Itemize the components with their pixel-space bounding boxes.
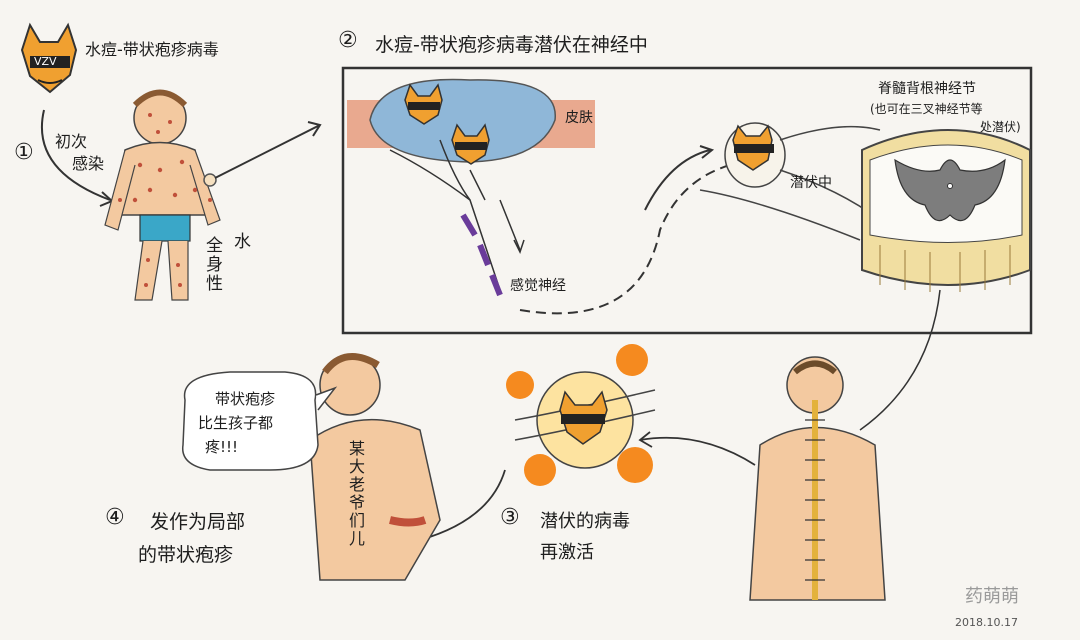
transport-path (519, 164, 731, 315)
sensory-nerve (389, 149, 501, 291)
back-text: 某大老爷们儿 (346, 440, 365, 548)
step1-number: ① (14, 140, 34, 165)
chickenpox-label-2: 全身性 (202, 236, 222, 293)
skin-label: 皮肤 (565, 110, 593, 126)
latent-label: 潜伏中 (790, 175, 832, 191)
outbreak-arrow (419, 469, 506, 541)
step4-number: ④ (105, 505, 125, 530)
step2-title: 水痘-带状疱疹病毒潜伏在神经中 (375, 34, 648, 56)
vzv-virus-latent (732, 124, 774, 171)
reactivation-scene (506, 344, 656, 486)
speech-line-1: 带状疱疹 (215, 390, 276, 408)
step4-label-line2: 的带状疱疹 (138, 544, 234, 566)
speech-bubble (182, 371, 319, 471)
vzv-virus-skin-1 (404, 83, 443, 125)
sensory-nerve-label: 感觉神经 (510, 278, 566, 294)
infection-arrow (40, 109, 111, 201)
step1-label-line2: 感染 (72, 154, 105, 173)
vzv-mascot-top-left: VZV (20, 22, 78, 94)
speech-line-2: 比生孩子都 (198, 414, 274, 432)
step2-number: ② (338, 28, 358, 53)
step3-label-line2: 再激活 (540, 542, 594, 563)
ganglion-label-line1: 脊髓背根神经节 (878, 81, 976, 97)
vzv-badge-text: VZV (34, 55, 57, 68)
nerve-segment-purple (460, 213, 503, 297)
reactivation-arrow (639, 436, 756, 466)
virus-title: 水痘-带状疱疹病毒 (85, 40, 219, 59)
child-figure (104, 89, 221, 301)
vzv-virus-skin-2 (451, 123, 490, 165)
step4-label-line1: 发作为局部 (150, 511, 246, 533)
chickenpox-label-1: 水 (230, 232, 250, 251)
speech-line-3: 疼!!! (205, 438, 239, 456)
ganglion-label-line3: 处潜伏) (980, 120, 1021, 134)
spinal-cord-section (861, 129, 1031, 292)
man-figure (309, 353, 441, 581)
step1-label-line1: 初次 (55, 132, 88, 151)
watermark: 药萌萌 (965, 586, 1019, 607)
back-figure (749, 356, 886, 601)
zoom-arrow (214, 124, 321, 179)
ganglion-label-line2: (也可在三叉神经节等 (870, 102, 983, 116)
signature-date: 2018.10.17 (955, 616, 1018, 629)
step3-label-line1: 潜伏的病毒 (540, 511, 630, 532)
step3-number: ③ (500, 505, 520, 530)
